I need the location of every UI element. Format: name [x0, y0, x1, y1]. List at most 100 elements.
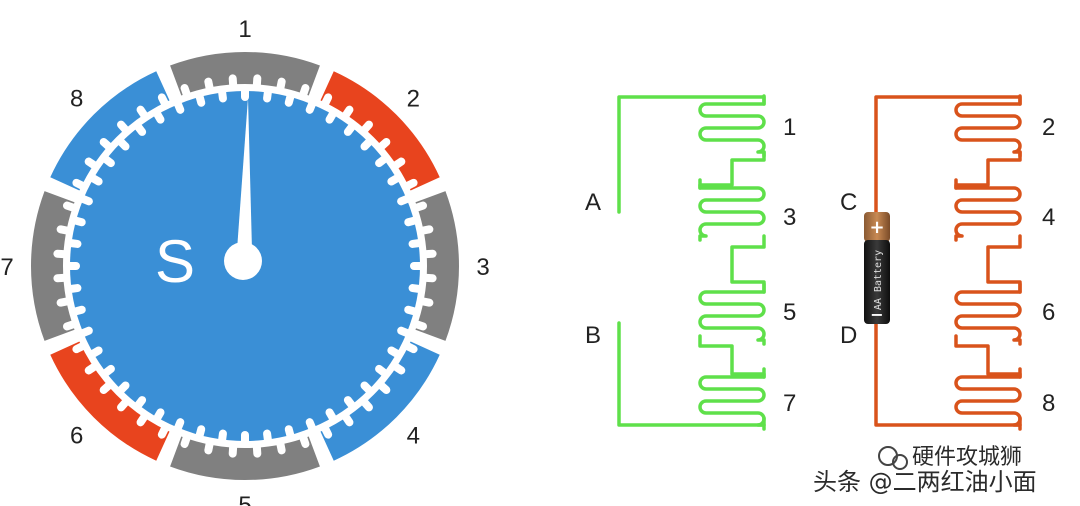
rotor-tooth: [263, 429, 273, 446]
rotor-tooth: [343, 396, 357, 411]
rotor-tooth: [65, 238, 82, 248]
rotor-tooth: [284, 425, 295, 441]
stator-notch: [62, 201, 79, 213]
rotor-tooth: [360, 136, 375, 151]
stator-notch: [411, 201, 428, 213]
rotor-tooth: [387, 346, 403, 359]
rotor-tooth: [152, 408, 165, 424]
stator-notch: [252, 441, 262, 458]
rotor-tooth: [87, 346, 103, 359]
stator-label-6: 6: [70, 422, 83, 449]
coil-2-label: 2: [1042, 114, 1055, 141]
stator-label-8: 8: [70, 86, 83, 113]
stator-notch: [417, 225, 434, 235]
watermark-bottom: 头条 @二两红油小面: [813, 468, 1037, 496]
terminal-a-label: A: [585, 189, 601, 216]
stator-notch: [72, 341, 88, 354]
rotor-tooth: [387, 173, 403, 186]
stator-notch: [117, 120, 131, 135]
stator-label-5: 5: [238, 492, 251, 506]
stator-label-4: 4: [407, 422, 420, 449]
coil-6: [954, 282, 1022, 346]
stator-notch: [157, 423, 170, 439]
stator-notch: [204, 438, 214, 455]
rotor-tooth: [77, 326, 93, 338]
stator-notch: [276, 77, 286, 94]
stator-notch: [376, 380, 391, 394]
rotor-tooth: [397, 194, 413, 206]
stator-notch: [420, 273, 437, 283]
rotor-tooth: [410, 262, 426, 270]
green-link-3-5: [730, 234, 766, 294]
rotor-tooth: [408, 284, 425, 294]
rotor-tooth: [360, 381, 375, 396]
stator-notch: [62, 319, 79, 331]
stator-segment-4: [320, 341, 440, 461]
rotor-tooth: [115, 381, 130, 396]
stator-notch: [53, 273, 70, 283]
stator-notch: [228, 74, 238, 91]
coil-1: [698, 94, 766, 158]
rotor-tooth: [217, 429, 227, 446]
orange-link-2-4: [954, 150, 1022, 190]
stator-notch: [99, 138, 114, 152]
stator-notch: [276, 438, 286, 455]
battery-label: AA Battery: [873, 250, 884, 310]
stator-notch: [420, 249, 437, 259]
stator-notch: [252, 74, 262, 91]
rotor-tooth: [173, 98, 185, 114]
rotor-tooth: [408, 238, 425, 248]
rotor-tooth: [241, 431, 249, 447]
stator-notch: [298, 432, 310, 449]
stator-notch: [341, 105, 354, 121]
stator-notch: [84, 157, 100, 170]
battery-body: [864, 240, 890, 324]
coil-3-label: 3: [783, 204, 796, 231]
coil-7-label: 7: [783, 390, 796, 417]
stator-notch: [411, 319, 428, 331]
orange-link-6-8: [954, 334, 1022, 379]
rotor-tooth: [70, 305, 86, 316]
coil-3: [698, 178, 766, 242]
stator-notch: [180, 432, 192, 449]
rotor-pole-label: S: [155, 228, 195, 295]
coil-4-label: 4: [1042, 204, 1055, 231]
coil-4: [954, 178, 1022, 242]
stator-notch: [376, 138, 391, 152]
rotor-tooth: [115, 136, 130, 151]
terminal-c-label: C: [840, 189, 857, 216]
rotor-tooth: [77, 194, 93, 206]
rotor-tooth: [325, 408, 338, 424]
rotor-tooth: [375, 364, 390, 378]
stator-notch: [204, 77, 214, 94]
battery-plus-sign: +: [869, 217, 884, 238]
orange-coil-circuit: [874, 94, 1022, 431]
orange-link-4-6: [986, 234, 1022, 294]
rotor-tooth: [241, 85, 249, 101]
terminal-b-label: B: [585, 322, 601, 349]
stator-label-7: 7: [0, 254, 13, 281]
stator-notch: [390, 362, 406, 375]
wechat-watermark: 硬件攻城狮: [878, 445, 1022, 470]
stator-notch: [136, 411, 149, 427]
rotor-tooth: [397, 326, 413, 338]
green-link-1-3: [698, 150, 766, 190]
stator-segment-2: [320, 71, 440, 191]
rotor-tooth: [305, 98, 317, 114]
stator-notch: [228, 441, 238, 458]
wechat-icon: [878, 446, 898, 466]
coil-1-label: 1: [783, 114, 796, 141]
stator-notch: [359, 397, 373, 412]
rotor-tooth: [173, 418, 185, 434]
stator-notch: [84, 362, 100, 375]
stator-notch: [157, 93, 170, 109]
terminal-d-label: D: [840, 322, 857, 349]
pointer-needle: [237, 98, 252, 250]
stator-notch: [359, 120, 373, 135]
coil-5-label: 5: [783, 299, 796, 326]
rotor-tooth: [65, 284, 82, 294]
coil-5: [698, 282, 766, 346]
rotor-tooth: [375, 154, 390, 168]
rotor-tooth: [217, 86, 227, 103]
